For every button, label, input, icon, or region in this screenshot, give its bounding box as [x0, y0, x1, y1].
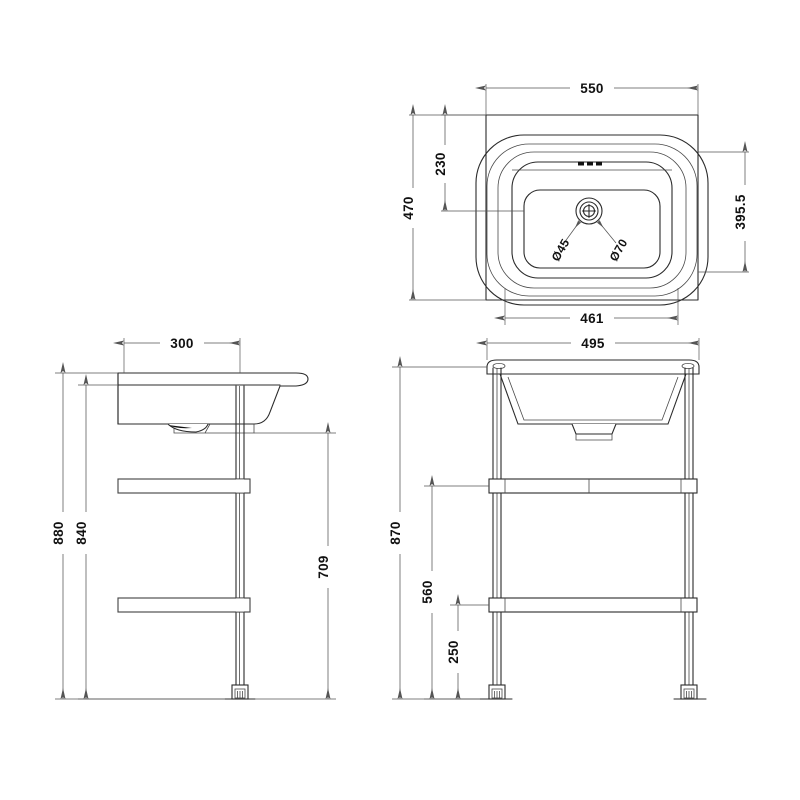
plan-bowl-base — [523, 189, 661, 269]
side-basin-body — [117, 372, 309, 425]
label-250: 250 — [446, 640, 461, 663]
label-230: 230 — [433, 152, 448, 175]
side-leg — [235, 385, 245, 698]
dim-560: 560 — [420, 475, 489, 700]
front-leg-left — [492, 367, 502, 698]
label-diameter-70: Ø70 — [607, 236, 631, 263]
label-461: 461 — [580, 311, 604, 326]
plan-rim-mid — [486, 143, 698, 297]
plan-tap-holes — [578, 161, 602, 166]
dim-395-5: 395.5 — [698, 141, 754, 273]
label-840: 840 — [74, 521, 89, 544]
label-880: 880 — [51, 521, 66, 544]
side-upper-rail — [117, 478, 251, 494]
dim-709: 709 — [254, 422, 337, 700]
front-leg-right — [684, 367, 694, 698]
dim-461: 461 — [494, 288, 679, 327]
front-mounting-slots — [492, 362, 695, 369]
label-300: 300 — [170, 336, 193, 351]
label-550: 550 — [580, 81, 603, 96]
plan-waste-leaders — [563, 219, 617, 244]
front-bowl-outer — [499, 373, 687, 425]
label-470: 470 — [401, 196, 416, 219]
plan-waste-drain — [575, 197, 603, 225]
dim-495: 495 — [476, 334, 700, 360]
front-foot-right — [680, 684, 698, 700]
label-395-5: 395.5 — [733, 194, 748, 229]
view-front-elevation: 495 870 560 250 — [388, 334, 707, 700]
front-waste-outlet — [575, 434, 613, 441]
side-lower-rail — [117, 597, 251, 613]
dim-470: 470 — [401, 104, 486, 301]
front-basin-ledge — [486, 359, 700, 375]
view-top-plan: Ø45 Ø70 550 470 230 — [401, 79, 754, 327]
plan-rim-inner — [497, 151, 687, 289]
side-underside-line — [205, 424, 255, 434]
plan-outer-rect — [485, 114, 699, 301]
label-diameter-45: Ø45 — [549, 236, 573, 263]
dim-230: 230 — [433, 104, 524, 212]
plan-rim-outer — [475, 134, 709, 306]
dim-870: 870 — [388, 356, 487, 700]
dim-300: 300 — [113, 334, 241, 373]
label-709: 709 — [316, 555, 331, 578]
dim-550: 550 — [475, 79, 699, 115]
front-lower-rail — [488, 597, 698, 613]
label-870: 870 — [388, 521, 403, 544]
dim-840: 840 — [74, 374, 225, 700]
side-waste-shadow — [168, 425, 192, 429]
view-side-elevation: 300 880 840 709 — [51, 334, 337, 700]
front-upper-rail — [488, 478, 698, 494]
side-foot — [224, 684, 256, 700]
front-foot-left — [488, 684, 506, 700]
label-495: 495 — [581, 336, 605, 351]
dim-250: 250 — [446, 594, 489, 700]
front-drain-boss — [571, 423, 617, 435]
front-bowl-inner — [507, 376, 679, 421]
label-560: 560 — [420, 580, 435, 603]
